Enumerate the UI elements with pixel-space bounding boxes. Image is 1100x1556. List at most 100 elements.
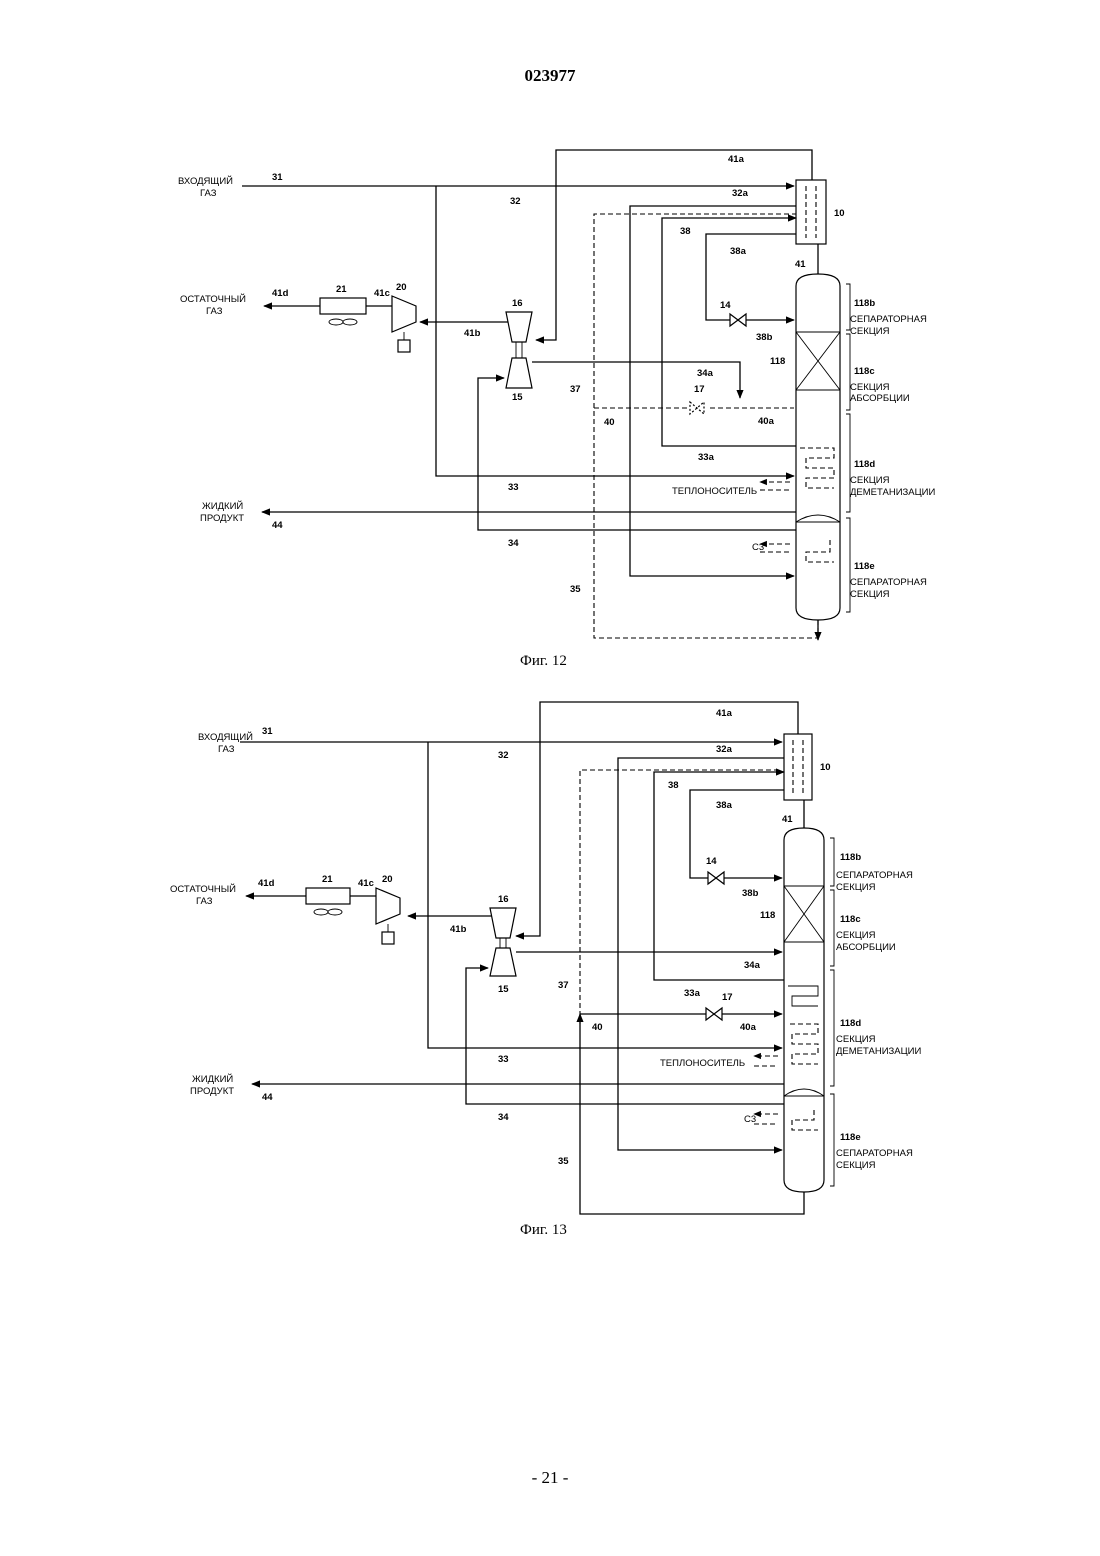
label-residue-gas: ОСТАТОЧНЫЙ bbox=[170, 883, 236, 895]
label-liquid-product-2: ПРОДУКТ bbox=[200, 513, 244, 524]
label-inlet-gas: ВХОДЯЩИЙ bbox=[178, 175, 233, 187]
label-sec-c-2: АБСОРБЦИИ bbox=[850, 393, 910, 404]
tag-15: 15 bbox=[498, 984, 509, 995]
heat-exchanger-10 bbox=[784, 734, 812, 800]
label-residue-gas: ОСТАТОЧНЫЙ bbox=[180, 293, 246, 305]
figure-13-caption: Фиг. 13 bbox=[520, 1222, 567, 1238]
tag-40a: 40a bbox=[758, 416, 775, 427]
tag-10: 10 bbox=[820, 762, 831, 773]
tag-41: 41 bbox=[795, 259, 806, 270]
tag-118: 118 bbox=[770, 356, 785, 367]
label-118d: 118d bbox=[854, 459, 875, 470]
column-118 bbox=[796, 274, 840, 620]
tag-34a: 34a bbox=[744, 960, 761, 971]
figure-12-caption: Фиг. 12 bbox=[520, 653, 567, 669]
valve-17 bbox=[690, 402, 704, 414]
label-118b: 118b bbox=[854, 298, 875, 309]
tag-118: 118 bbox=[760, 910, 775, 921]
tag-10: 10 bbox=[834, 208, 845, 219]
tag-38a: 38a bbox=[730, 246, 747, 257]
tag-14: 14 bbox=[720, 300, 731, 311]
valve-17 bbox=[706, 1008, 722, 1020]
tag-41b: 41b bbox=[450, 924, 467, 935]
figure-12: ВХОДЯЩИЙ ГАЗ ОСТАТОЧНЫЙ ГАЗ ЖИДКИЙ ПРОДУ… bbox=[178, 150, 935, 669]
compressor-20 bbox=[392, 296, 416, 332]
stream-32a bbox=[630, 206, 796, 576]
label-sec-e-2: СЕКЦИЯ bbox=[836, 1160, 876, 1171]
compressor-16 bbox=[506, 312, 532, 342]
label-sec-d-1: СЕКЦИЯ bbox=[850, 475, 890, 486]
tag-34a: 34a bbox=[697, 368, 714, 379]
tag-32: 32 bbox=[510, 196, 521, 207]
tag-34: 34 bbox=[508, 538, 519, 549]
stream-33 bbox=[436, 186, 794, 476]
label-liquid-product-2: ПРОДУКТ bbox=[190, 1086, 234, 1097]
label-118e: 118e bbox=[840, 1132, 861, 1143]
label-residue-gas-2: ГАЗ bbox=[196, 896, 213, 907]
tag-20: 20 bbox=[382, 874, 393, 885]
tag-35: 35 bbox=[570, 584, 581, 595]
label-sec-c-2: АБСОРБЦИИ bbox=[836, 942, 896, 953]
page-footer: - 21 - bbox=[0, 1468, 1100, 1488]
figure-13: ВХОДЯЩИЙ ГАЗ ОСТАТОЧНЫЙ ГАЗ ЖИДКИЙ ПРОДУ… bbox=[170, 702, 921, 1238]
tag-31: 31 bbox=[262, 726, 273, 737]
label-sec-b-2: СЕКЦИЯ bbox=[836, 882, 876, 893]
tag-20: 20 bbox=[396, 282, 407, 293]
label-inlet-gas: ВХОДЯЩИЙ bbox=[198, 731, 253, 743]
tag-32a: 32a bbox=[732, 188, 749, 199]
tag-41b: 41b bbox=[464, 328, 481, 339]
label-sec-e-1: СЕПАРАТОРНАЯ bbox=[850, 577, 927, 588]
tag-32: 32 bbox=[498, 750, 509, 761]
label-inlet-gas-2: ГАЗ bbox=[218, 744, 235, 755]
label-sec-b-1: СЕПАРАТОРНАЯ bbox=[850, 314, 927, 325]
tag-14: 14 bbox=[706, 856, 717, 867]
tag-41a: 41a bbox=[728, 154, 745, 165]
cooler-21 bbox=[306, 888, 350, 904]
tag-16: 16 bbox=[498, 894, 509, 905]
tag-37: 37 bbox=[558, 980, 569, 991]
tag-21: 21 bbox=[336, 284, 347, 295]
valve-14 bbox=[730, 314, 746, 326]
label-sec-e-2: СЕКЦИЯ bbox=[850, 589, 890, 600]
tag-33: 33 bbox=[508, 482, 519, 493]
tag-40: 40 bbox=[604, 417, 615, 428]
label-118b: 118b bbox=[840, 852, 861, 863]
tag-34: 34 bbox=[498, 1112, 509, 1123]
stream-38 bbox=[662, 218, 796, 446]
label-sec-b-1: СЕПАРАТОРНАЯ bbox=[836, 870, 913, 881]
tag-41a: 41a bbox=[716, 708, 733, 719]
compressor-16 bbox=[490, 908, 516, 938]
stream-34 bbox=[478, 378, 796, 530]
label-sec-d-2: ДЕМЕТАНИЗАЦИИ bbox=[836, 1046, 921, 1057]
driver-motor bbox=[382, 932, 394, 944]
label-sec-c-1: СЕКЦИЯ bbox=[836, 930, 876, 941]
label-c3: C3 bbox=[752, 542, 764, 553]
label-heat-medium: ТЕПЛОНОСИТЕЛЬ bbox=[672, 486, 757, 497]
tag-40a: 40a bbox=[740, 1022, 757, 1033]
tag-38b: 38b bbox=[756, 332, 773, 343]
tag-21: 21 bbox=[322, 874, 333, 885]
cooler-21 bbox=[320, 298, 366, 314]
tag-17: 17 bbox=[722, 992, 733, 1003]
label-118c: 118c bbox=[840, 914, 861, 925]
heat-exchanger-10 bbox=[796, 180, 826, 244]
tag-38: 38 bbox=[668, 780, 679, 791]
tag-41c: 41c bbox=[374, 288, 390, 299]
tag-38: 38 bbox=[680, 226, 691, 237]
label-sec-c-1: СЕКЦИЯ bbox=[850, 382, 890, 393]
label-sec-e-1: СЕПАРАТОРНАЯ bbox=[836, 1148, 913, 1159]
label-liquid-product: ЖИДКИЙ bbox=[192, 1073, 233, 1085]
tag-41d: 41d bbox=[258, 878, 275, 889]
stream-41a bbox=[516, 702, 798, 936]
label-sec-d-1: СЕКЦИЯ bbox=[836, 1034, 876, 1045]
valve-14 bbox=[708, 872, 724, 884]
expander-15 bbox=[490, 948, 516, 976]
tag-33a: 33a bbox=[698, 452, 715, 463]
label-118d: 118d bbox=[840, 1018, 861, 1029]
driver-motor bbox=[398, 340, 410, 352]
label-c3: C3 bbox=[744, 1114, 756, 1125]
tag-37: 37 bbox=[570, 384, 581, 395]
column-118 bbox=[784, 828, 824, 1192]
label-heat-medium: ТЕПЛОНОСИТЕЛЬ bbox=[660, 1058, 745, 1069]
